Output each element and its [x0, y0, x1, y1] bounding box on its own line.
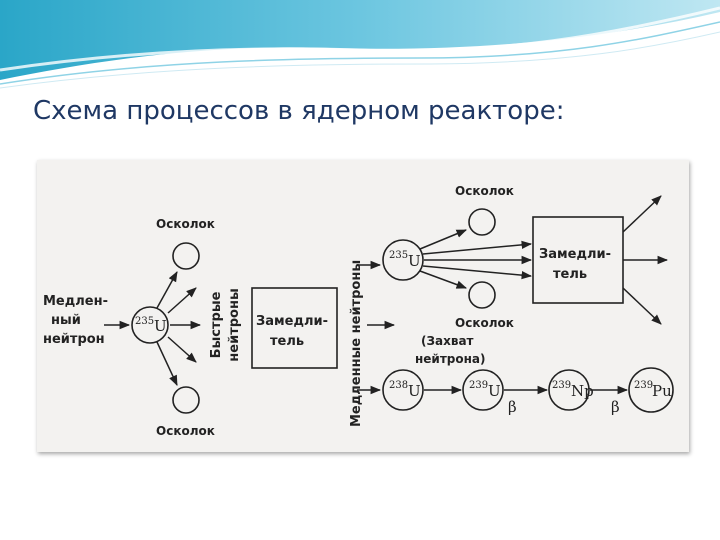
svg-text:ный: ный [51, 313, 81, 328]
svg-text:тель: тель [270, 334, 304, 349]
svg-text:нейтрона): нейтрона) [415, 352, 486, 366]
u238-nucleus: 238 U [382, 369, 424, 411]
svg-text:Np: Np [571, 382, 594, 400]
svg-text:нейтрон: нейтрон [43, 332, 105, 347]
slow-neutrons-label: Медленные нейтроны [349, 260, 364, 427]
svg-text:тель: тель [553, 267, 587, 282]
svg-text:239: 239 [469, 380, 488, 391]
svg-text:U: U [154, 317, 167, 335]
moderator-box: Замедли- тель [532, 216, 624, 304]
svg-text:238: 238 [389, 380, 408, 391]
u239-nucleus: 239 U [462, 369, 504, 411]
fast-neutron-arrow [167, 287, 197, 314]
svg-text:Замедли-: Замедли- [539, 247, 611, 262]
fragment-circle [172, 386, 200, 414]
slow-neutron-label: Медлен- ный нейтрон [43, 294, 108, 347]
beta-label: β [508, 398, 517, 416]
svg-text:U: U [408, 252, 421, 270]
svg-text:U: U [488, 382, 501, 400]
fission-arrow [419, 229, 467, 250]
svg-text:235: 235 [389, 250, 408, 261]
np239-nucleus: 239 Np [548, 369, 594, 411]
svg-text:235: 235 [135, 316, 154, 327]
neutron-capture-label: (Захват нейтрона) [415, 334, 486, 366]
slow-neutron-arrow [622, 287, 662, 325]
fission-arrow [156, 341, 178, 386]
slow-neutron-arrow [622, 195, 662, 233]
reactor-diagram: Медлен- ный нейтрон 235 U Осколок Осколо… [37, 160, 689, 452]
svg-text:(Захват: (Захват [421, 334, 474, 348]
fragment-circle [468, 281, 496, 309]
header-decoration [0, 0, 720, 89]
slide-title: Схема процессов в ядерном реакторе: [33, 96, 565, 126]
u235-nucleus-left: 235 U [131, 306, 169, 344]
fission-arrow [156, 271, 178, 309]
svg-text:Замедли-: Замедли- [256, 314, 328, 329]
svg-text:U: U [408, 382, 421, 400]
fragment-label: Осколок [156, 424, 215, 438]
svg-text:Pu: Pu [652, 382, 672, 400]
fast-neutron-arrow [422, 265, 533, 280]
pu239-nucleus: 239 Pu [628, 367, 674, 413]
svg-text:Медлен-: Медлен- [43, 294, 108, 309]
fragment-label: Осколок [455, 316, 514, 330]
svg-text:239: 239 [634, 380, 653, 391]
fission-arrow [419, 270, 467, 289]
fast-neutron-arrow [422, 240, 533, 255]
fragment-circle [172, 242, 200, 270]
moderator-box: Замедли- тель [251, 287, 338, 369]
fast-neutron-arrow [167, 336, 197, 363]
svg-text:239: 239 [552, 380, 571, 391]
fragment-label: Осколок [455, 184, 514, 198]
beta-label: β [611, 398, 620, 416]
fast-neutrons-label: Быстрые нейтроны [209, 288, 242, 361]
fragment-label: Осколок [156, 217, 215, 231]
fragment-circle [468, 208, 496, 236]
u235-nucleus-right: 235 U [382, 239, 424, 281]
svg-text:нейтроны: нейтроны [227, 288, 242, 361]
svg-text:Быстрые: Быстрые [209, 291, 224, 358]
